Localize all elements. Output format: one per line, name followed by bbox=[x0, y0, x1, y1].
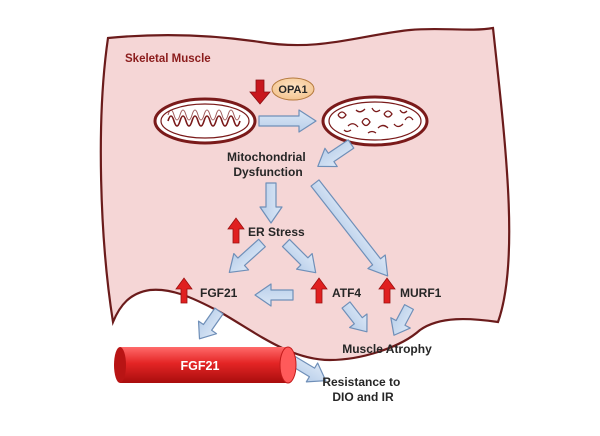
resistance-line-2: DIO and IR bbox=[332, 390, 394, 404]
mitochondrion-normal bbox=[153, 97, 257, 145]
skeletal-muscle-tissue bbox=[99, 26, 511, 362]
atf4-up-arrow bbox=[310, 277, 328, 304]
muscle-atrophy-label: Muscle Atrophy bbox=[342, 342, 432, 356]
arrow-atf4-to-atrophy bbox=[341, 301, 368, 333]
mito-dysfunction-line-1: Mitochondrial bbox=[227, 150, 306, 164]
opa1-down-arrow bbox=[249, 79, 271, 105]
resistance-line-1: Resistance to bbox=[322, 375, 400, 389]
opa1-oval bbox=[271, 77, 315, 101]
fgf21-tissue-label: FGF21 bbox=[200, 286, 238, 300]
arrow-dysfunction-to-murf1 bbox=[310, 179, 389, 277]
atf4-label: ATF4 bbox=[332, 286, 361, 300]
fgf21-up-arrow bbox=[175, 277, 193, 304]
arrow-dysfunction-to-er-stress bbox=[259, 182, 283, 224]
arrow-mito-to-dysfunction bbox=[317, 139, 355, 168]
mitochondrion-dysfunctional bbox=[321, 95, 429, 147]
tissue-label: Skeletal Muscle bbox=[125, 53, 211, 65]
opa1-label: OPA1 bbox=[278, 84, 307, 96]
er-stress-label: ER Stress bbox=[248, 225, 305, 239]
blood-vessel bbox=[114, 346, 297, 384]
murf1-label: MURF1 bbox=[400, 286, 442, 300]
fgf21-vessel-label: FGF21 bbox=[181, 359, 220, 373]
mito-dysfunction-label: Mitochondrial Dysfunction bbox=[227, 150, 309, 179]
arrow-atf4-to-fgf21 bbox=[254, 283, 294, 307]
er-stress-up-arrow bbox=[227, 217, 245, 244]
mito-dysfunction-line-2: Dysfunction bbox=[233, 165, 302, 179]
resistance-label: Resistance to DIO and IR bbox=[322, 375, 403, 404]
arrow-murf1-to-atrophy bbox=[390, 304, 415, 336]
arrow-er-stress-to-atf4 bbox=[281, 238, 317, 274]
arrow-fgf21-to-vessel bbox=[197, 307, 224, 340]
arrow-mito-to-mito bbox=[258, 109, 317, 133]
arrow-er-stress-to-fgf21 bbox=[228, 238, 266, 274]
murf1-up-arrow bbox=[378, 277, 396, 304]
